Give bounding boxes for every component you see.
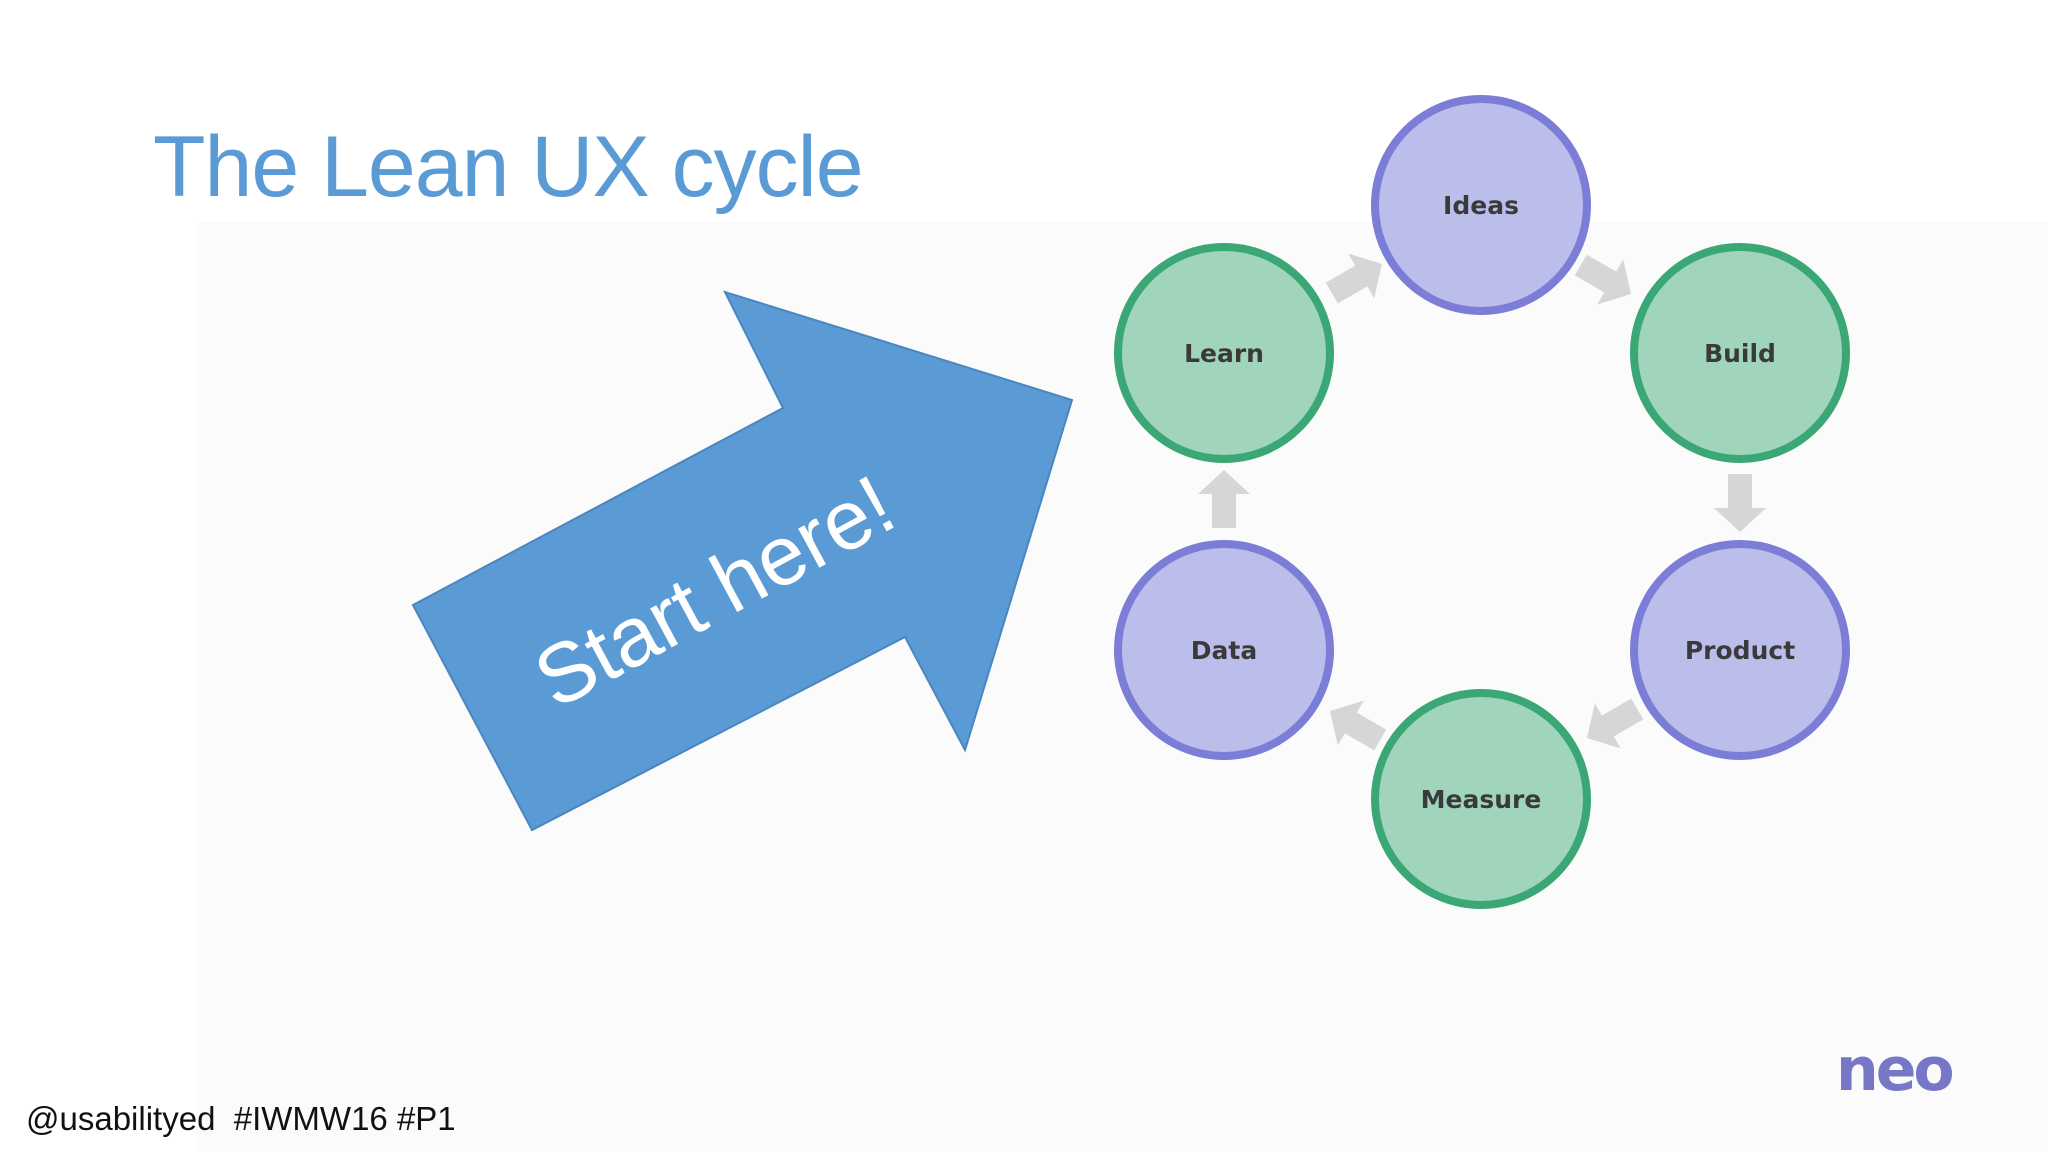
node-ideas: Ideas (1371, 95, 1591, 315)
connector-product-to-measure (1587, 698, 1644, 749)
node-product-label: Product (1685, 636, 1795, 665)
node-ideas-label: Ideas (1443, 191, 1519, 220)
slide-title: The Lean UX cycle (153, 119, 864, 215)
connector-build-to-product (1714, 474, 1766, 532)
node-measure: Measure (1371, 689, 1591, 909)
start-here-arrow: Start here! (411, 290, 1074, 832)
node-product-circle (1630, 540, 1850, 760)
connector-learn-to-ideas (1325, 253, 1382, 304)
node-learn-label: Learn (1184, 339, 1264, 368)
node-build-circle (1630, 243, 1850, 463)
node-measure-circle (1371, 689, 1591, 909)
node-measure-label: Measure (1421, 785, 1542, 814)
node-data-label: Data (1191, 636, 1257, 665)
neo-logo: neo (1836, 1035, 1955, 1105)
node-learn: Learn (1114, 243, 1334, 463)
node-data: Data (1114, 540, 1334, 760)
node-learn-circle (1114, 243, 1334, 463)
cycle-connectors (1198, 253, 1766, 751)
connector-ideas-to-build (1574, 254, 1631, 305)
footer-hashtags: @usabilityed #IWMW16 #P1 (26, 1100, 456, 1137)
connector-data-to-learn (1198, 470, 1250, 528)
node-data-circle (1114, 540, 1334, 760)
node-build-label: Build (1704, 339, 1776, 368)
connector-measure-to-data (1330, 700, 1387, 751)
node-product: Product (1630, 540, 1850, 760)
start-here-arrow-shape (411, 290, 1074, 832)
node-build: Build (1630, 243, 1850, 463)
node-ideas-circle (1371, 95, 1591, 315)
